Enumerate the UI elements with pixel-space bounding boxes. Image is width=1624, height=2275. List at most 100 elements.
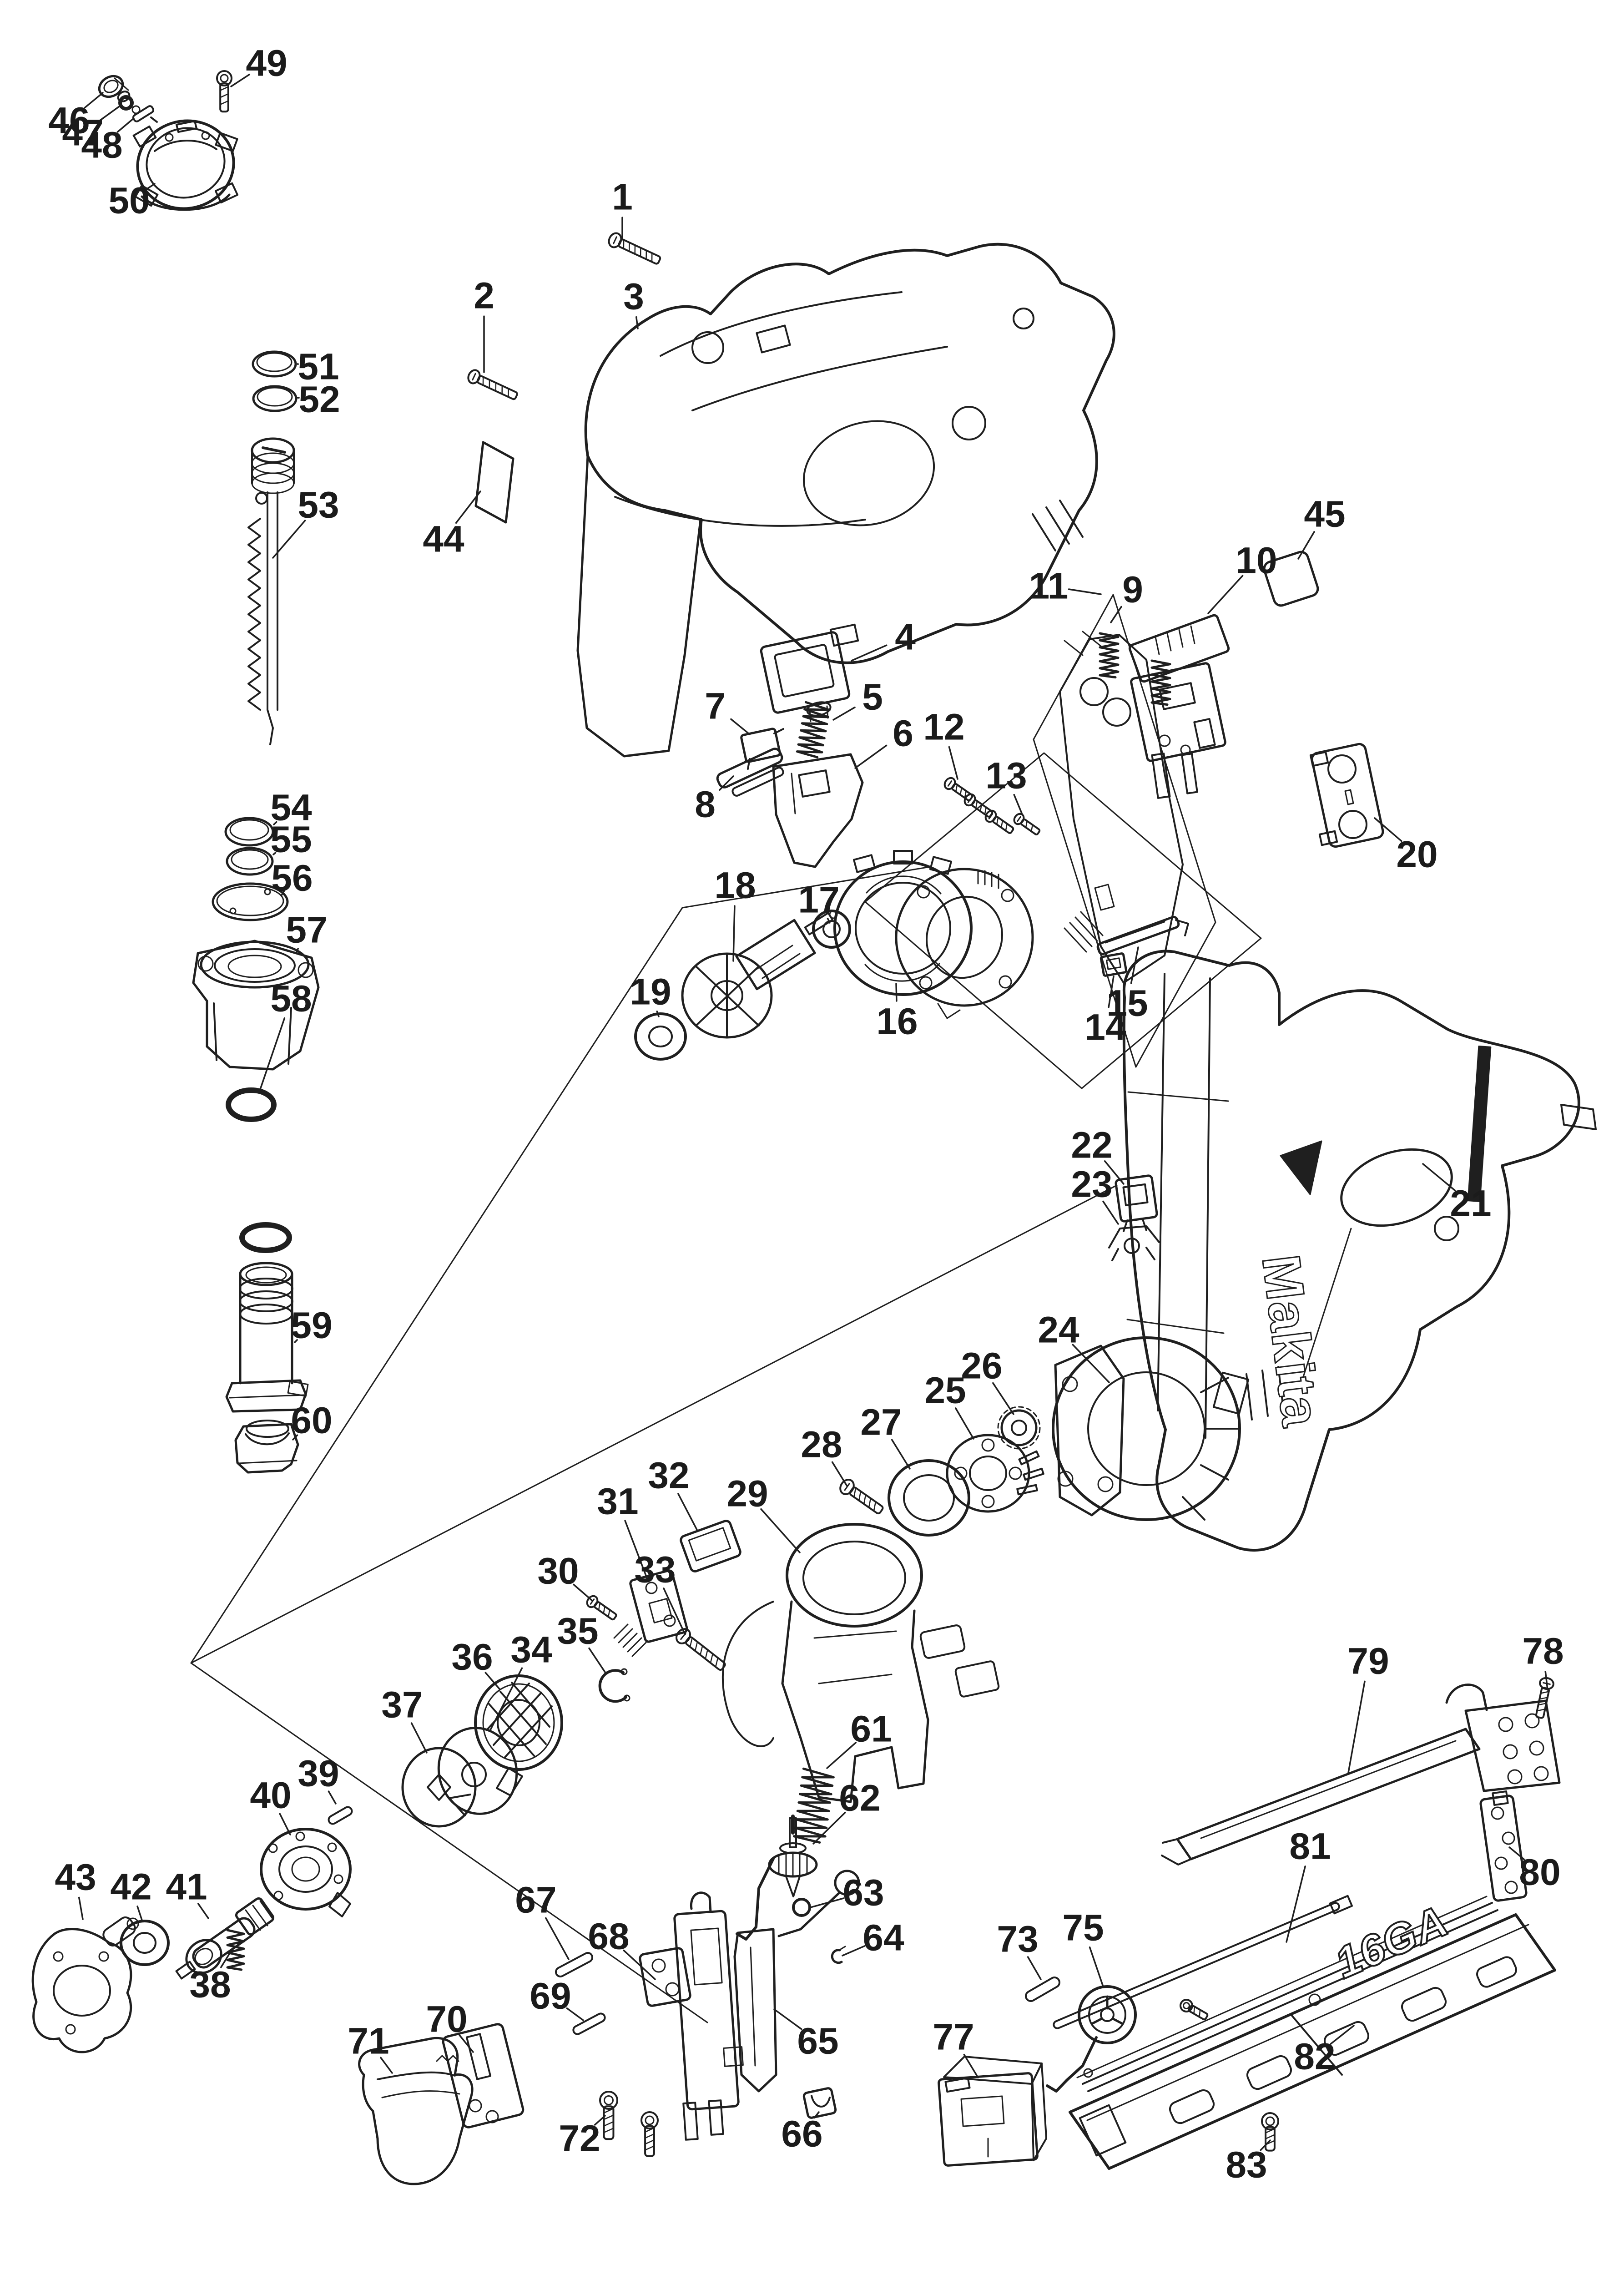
callout-32: 32 [648, 1455, 698, 1531]
callout-49: 49 [230, 43, 287, 87]
part-60-bumper [234, 1420, 299, 1474]
gauge-16ga: 16GA [1328, 1896, 1455, 1988]
part-45-label-sticker-right [1263, 551, 1319, 607]
part-35-retaining-ring [598, 1668, 630, 1703]
callout-52: 52 [297, 379, 340, 420]
part-51-ring-51 [252, 350, 297, 378]
part-50-top-cap [132, 119, 239, 211]
callout-8: 8 [695, 775, 734, 825]
callout-11: 11 [1029, 566, 1102, 607]
part-8-switch-lever [716, 748, 784, 797]
part-29-motor-mount-assembly [721, 1523, 1000, 1803]
callout-47: 47 [62, 106, 120, 154]
part-number-60: 60 [291, 1400, 332, 1441]
callout-75: 75 [1062, 1907, 1104, 1987]
part-55-ring-55 [226, 847, 274, 876]
part-43-cam-plate [31, 1916, 139, 2053]
callout-61: 61 [826, 1709, 892, 1769]
callout-13: 13 [985, 755, 1027, 816]
callout-25: 25 [924, 1370, 974, 1440]
part-number-23: 23 [1071, 1164, 1112, 1205]
part-79-magazine-cover-rail [1161, 1684, 1561, 1866]
part-19-bearing-19 [634, 1012, 687, 1061]
part-30-screw-30 [586, 1595, 617, 1621]
callout-2: 2 [474, 275, 494, 373]
part-number-62: 62 [839, 1778, 880, 1819]
callout-12: 12 [923, 707, 965, 780]
part-69-pin-69 [572, 2012, 606, 2035]
callout-51: 51 [297, 346, 339, 388]
part-number-52: 52 [298, 379, 340, 420]
part-number-82: 82 [1294, 2036, 1335, 2078]
part-4-main-switch [760, 623, 859, 722]
part-number-28: 28 [801, 1424, 842, 1466]
construction-lines [190, 594, 1352, 2023]
part-63-o-ring-63 [792, 1898, 811, 1917]
part-2-screw-2 [467, 369, 518, 400]
part-number-71: 71 [348, 2021, 389, 2062]
part-9-springs-9 [1099, 632, 1171, 706]
callout-34: 34 [489, 1629, 552, 1731]
part-number-6: 6 [893, 713, 913, 754]
callout-38: 38 [189, 1950, 232, 2006]
part-26-pinion-gear [997, 1406, 1041, 1450]
callout-41: 41 [166, 1866, 209, 1919]
part-number-40: 40 [250, 1775, 291, 1816]
callout-26: 26 [961, 1345, 1014, 1415]
part-27-ring-gear-flange [888, 1459, 970, 1537]
part-number-61: 61 [850, 1709, 892, 1750]
part-52-ring-52 [252, 385, 298, 412]
part-62-adjuster-valve [736, 1815, 818, 1941]
part-number-2: 2 [474, 275, 494, 317]
part-10-depth-adjuster [1128, 614, 1230, 799]
part-number-72: 72 [559, 2118, 600, 2159]
part-number-7: 7 [705, 686, 726, 727]
callout-71: 71 [348, 2021, 393, 2074]
callout-67: 67 [515, 1880, 570, 1960]
part-number-73: 73 [997, 1919, 1038, 1960]
part-number-1: 1 [612, 177, 633, 218]
part-71-nose-cover [358, 2037, 474, 2185]
part-number-10: 10 [1236, 540, 1277, 581]
callout-53: 53 [272, 485, 339, 559]
part-number-58: 58 [270, 978, 312, 1020]
part-78-screw-78 [1535, 1677, 1554, 1719]
part-x-brush-plate-brush-holder-plate [895, 868, 1034, 1019]
part-number-31: 31 [597, 1481, 638, 1522]
part-number-27: 27 [860, 1402, 902, 1443]
part-22-lock-switch [1115, 1174, 1158, 1232]
callout-59: 59 [291, 1305, 332, 1346]
part-64-e-clip [831, 1946, 846, 1964]
callout-10: 10 [1207, 540, 1277, 614]
part-number-9: 9 [1122, 569, 1143, 611]
callout-21: 21 [1422, 1163, 1492, 1224]
part-57-cylinder-support [192, 940, 320, 1071]
part-number-83: 83 [1226, 2144, 1267, 2186]
part-number-32: 32 [648, 1455, 689, 1496]
part-65-contact-lever [733, 1870, 860, 2093]
part-number-78: 78 [1522, 1631, 1563, 1672]
part-number-21: 21 [1450, 1183, 1491, 1224]
part-number-51: 51 [298, 346, 339, 388]
callout-44: 44 [423, 490, 481, 560]
callout-16: 16 [876, 983, 918, 1042]
callout-17: 17 [798, 880, 840, 924]
part-number-44: 44 [423, 519, 464, 560]
callout-48: 48 [81, 117, 135, 166]
callout-60: 60 [291, 1400, 332, 1441]
part-number-22: 22 [1071, 1125, 1112, 1166]
part-number-38: 38 [189, 1964, 231, 2006]
part-number-19: 19 [630, 971, 671, 1013]
callout-33: 33 [634, 1549, 686, 1635]
callout-9: 9 [1110, 569, 1143, 623]
part-15-stop-lever [1096, 915, 1189, 956]
part-14-square-nut [1099, 952, 1128, 977]
part-number-41: 41 [166, 1866, 207, 1908]
callout-39: 39 [298, 1753, 339, 1805]
callout-50: 50 [108, 180, 156, 222]
callout-57: 57 [286, 910, 328, 953]
part-number-35: 35 [557, 1611, 598, 1652]
callout-83: 83 [1226, 2139, 1271, 2186]
callout-4: 4 [851, 617, 916, 662]
